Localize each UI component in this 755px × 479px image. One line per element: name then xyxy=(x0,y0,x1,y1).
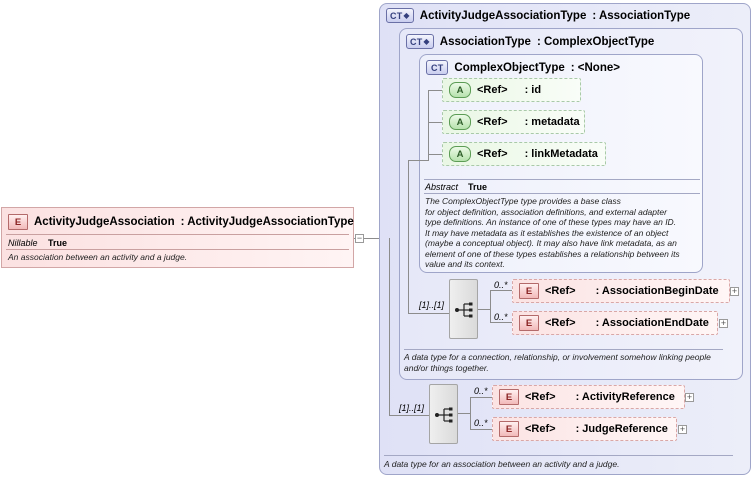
element-ref: <Ref> xyxy=(525,391,556,403)
element-badge-icon: E xyxy=(499,421,519,437)
nillable-label: Nillable xyxy=(8,238,38,248)
complex-type-icon: CT xyxy=(426,60,449,75)
element-name: : AssociationEndDate xyxy=(595,317,709,329)
inner-type-description-line: type definitions. An instance of one of … xyxy=(425,217,677,227)
element-occurrence: 0..* xyxy=(494,312,508,322)
inner-type-description-line: element of one of these types establishe… xyxy=(425,248,680,259)
element-activity-reference[interactable]: E <Ref> : ActivityReference xyxy=(492,385,685,409)
sequence-occurrence: [1]..[1] xyxy=(419,300,445,310)
root-element-box[interactable]: E ActivityJudgeAssociation : ActivityJud… xyxy=(1,207,354,268)
inner-type-base: : <None> xyxy=(570,61,620,74)
inner-type-description-line: It may have metadata as it establishes t… xyxy=(425,227,669,238)
sequence-occurrence: [1]..[1] xyxy=(399,403,425,413)
element-ref: <Ref> xyxy=(545,317,576,329)
root-element-type: : ActivityJudgeAssociationType xyxy=(180,216,354,228)
attribute-metadata[interactable]: A <Ref> : metadata xyxy=(442,110,585,134)
sequence-icon xyxy=(435,407,453,423)
expand-toggle[interactable]: + xyxy=(678,424,687,434)
expand-toggle[interactable]: + xyxy=(685,392,694,402)
inner-type-description-line: (maybe a conceptual object). It may also… xyxy=(425,238,677,248)
element-name: : ActivityReference xyxy=(575,391,675,403)
attribute-badge-icon: A xyxy=(449,146,471,162)
attribute-name: : id xyxy=(524,84,542,96)
attribute-name: : linkMetadata xyxy=(524,148,598,160)
attribute-ref: <Ref> xyxy=(477,84,508,96)
attribute-badge-icon: A xyxy=(449,82,471,98)
inner-type-description-line: for object definition, association defin… xyxy=(425,206,667,217)
element-badge-icon: E xyxy=(8,214,28,230)
outer-type-name: ActivityJudgeAssociationType xyxy=(419,9,587,22)
sequence-compositor[interactable] xyxy=(429,384,458,444)
root-element-name: ActivityJudgeAssociation xyxy=(34,216,175,228)
middle-type-base: : ComplexObjectType xyxy=(536,35,655,48)
outer-type-description: A data type for an association between a… xyxy=(384,459,620,469)
inner-type-description-line: value and its context. xyxy=(425,259,505,269)
expand-toggle[interactable]: + xyxy=(719,318,728,328)
element-ref: <Ref> xyxy=(525,423,556,435)
element-judge-reference[interactable]: E <Ref> : JudgeReference xyxy=(492,417,677,441)
element-badge-icon: E xyxy=(499,389,519,405)
root-element-description: An association between an activity and a… xyxy=(8,252,188,262)
element-occurrence: 0..* xyxy=(494,280,508,290)
outer-type-base: : AssociationType xyxy=(592,9,691,22)
element-name: : JudgeReference xyxy=(575,423,668,435)
element-occurrence: 0..* xyxy=(474,386,488,396)
element-name: : AssociationBeginDate xyxy=(595,285,719,297)
element-association-begin-date[interactable]: E <Ref> : AssociationBeginDate xyxy=(512,279,730,303)
attribute-name: : metadata xyxy=(524,116,580,128)
sequence-icon xyxy=(455,302,473,318)
attribute-link-metadata[interactable]: A <Ref> : linkMetadata xyxy=(442,142,606,166)
attribute-ref: <Ref> xyxy=(477,116,508,128)
inner-type-description-line: The ComplexObjectType type provides a ba… xyxy=(425,196,621,206)
attribute-badge-icon: A xyxy=(449,114,471,130)
sequence-compositor[interactable] xyxy=(449,279,478,339)
attribute-id[interactable]: A <Ref> : id xyxy=(442,78,581,102)
element-badge-icon: E xyxy=(519,283,539,299)
inner-type-name: ComplexObjectType xyxy=(454,61,565,74)
abstract-label: Abstract xyxy=(425,182,459,192)
middle-type-name: AssociationType xyxy=(439,35,531,48)
element-ref: <Ref> xyxy=(545,285,576,297)
element-occurrence: 0..* xyxy=(474,418,488,428)
complex-type-icon: CT◆ xyxy=(386,8,414,23)
complex-type-icon: CT◆ xyxy=(406,34,434,49)
element-association-end-date[interactable]: E <Ref> : AssociationEndDate xyxy=(512,311,718,335)
middle-type-description: A data type for a connection, relationsh… xyxy=(404,352,711,373)
abstract-value: True xyxy=(468,182,488,192)
expand-toggle[interactable]: + xyxy=(730,286,739,296)
attribute-ref: <Ref> xyxy=(477,148,508,160)
element-badge-icon: E xyxy=(519,315,539,331)
collapse-toggle[interactable]: − xyxy=(355,233,364,243)
nillable-value: True xyxy=(48,238,68,248)
